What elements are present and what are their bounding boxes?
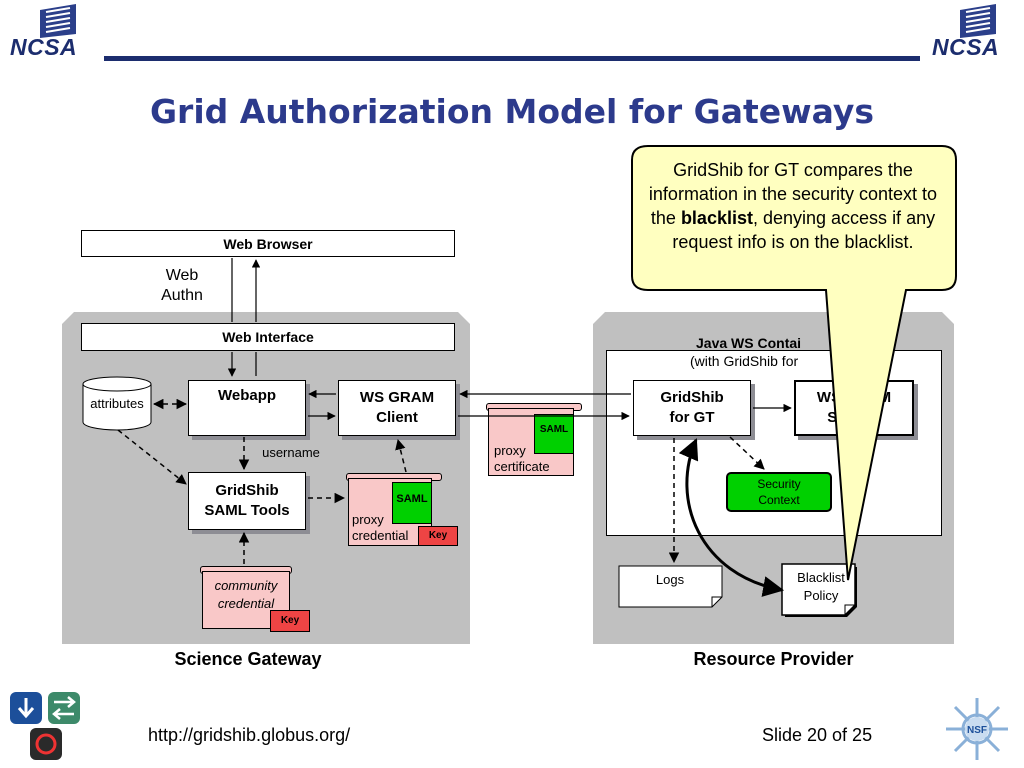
footer-url[interactable]: http://gridshib.globus.org/ xyxy=(148,725,351,745)
nsf-logo-icon: NSF xyxy=(946,698,1008,760)
ws-gram-client-box: WS GRAM Client xyxy=(338,380,456,436)
webapp-box: Webapp xyxy=(188,380,306,436)
attributes-database-icon xyxy=(82,376,152,431)
web-authn-label: Web Authn xyxy=(161,267,203,304)
resource-provider-label: Resource Provider xyxy=(693,649,854,669)
slide-number: Slide 20 of 25 xyxy=(762,725,873,745)
science-gateway-label: Science Gateway xyxy=(174,649,322,669)
proxy-credential-label: proxy credential xyxy=(352,512,409,543)
blacklist-policy-label: Blacklist Policy xyxy=(797,570,845,603)
proxy-credential-saml-tag: SAML xyxy=(392,482,432,524)
attributes-label: attributes xyxy=(90,396,144,411)
page-title: Grid Authorization Model for Gateways xyxy=(149,92,875,131)
logs-label: Logs xyxy=(655,572,685,587)
blacklist-policy-document-icon xyxy=(781,563,857,617)
proxy-certificate-saml-tag: SAML xyxy=(534,414,574,454)
gridshib-for-gt-box: GridShib for GT xyxy=(633,380,751,436)
ncsa-logo-text-left: NCSA xyxy=(10,34,78,60)
web-interface-box: Web Interface xyxy=(81,323,455,351)
ncsa-logo-text-right: NCSA xyxy=(932,34,1000,60)
proxy-certificate-label: proxy certificate xyxy=(494,443,550,474)
svg-text:NSF: NSF xyxy=(967,725,987,736)
gridshib-saml-tools-box: GridShib SAML Tools xyxy=(188,472,306,530)
web-browser-box: Web Browser xyxy=(81,230,455,257)
globus-logo-icon xyxy=(10,692,80,760)
java-ws-container-label: Java WS Contai xyxy=(696,335,802,351)
community-credential-key-tag: Key xyxy=(270,610,310,632)
callout-text: GridShib for GT compares the information… xyxy=(648,160,938,252)
ncsa-flag-icon xyxy=(960,4,996,38)
ncsa-flag-icon xyxy=(40,4,76,38)
proxy-credential-key-tag: Key xyxy=(418,526,458,546)
header-rule xyxy=(104,56,920,61)
username-label: username xyxy=(262,445,320,460)
with-gridshib-label: (with GridShib for xyxy=(690,353,799,369)
community-credential-label: community credential xyxy=(214,578,278,611)
